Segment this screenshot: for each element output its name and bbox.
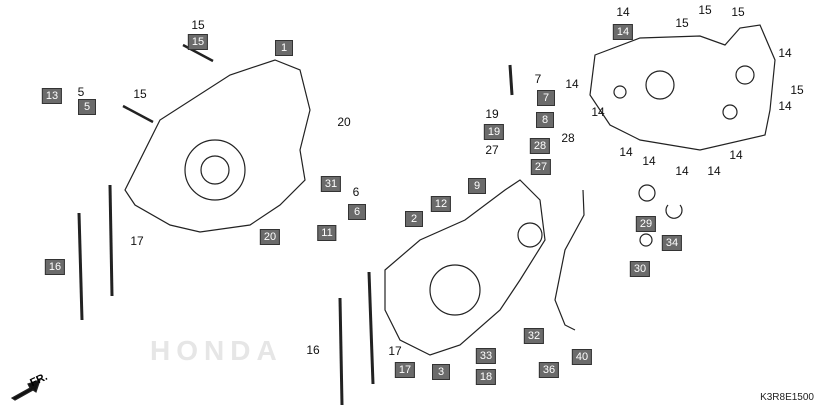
part-callout-number: 14 xyxy=(729,148,743,162)
part-callout-number: 14 xyxy=(778,99,792,113)
part-callout-number: 15 xyxy=(790,83,804,97)
part-callout-box[interactable]: 30 xyxy=(629,261,651,277)
part-callout-box[interactable]: 31 xyxy=(320,176,342,192)
part-callout-number: 17 xyxy=(130,234,144,248)
part-callout-number: 14 xyxy=(778,46,792,60)
part-callout-box[interactable]: 18 xyxy=(475,369,497,385)
part-callout-box[interactable]: 40 xyxy=(571,349,593,365)
part-callout-number: 14 xyxy=(642,154,656,168)
part-callout-box[interactable]: 8 xyxy=(536,112,554,128)
part-callout-box[interactable]: 11 xyxy=(317,225,337,241)
part-callout-box[interactable]: 16 xyxy=(44,259,66,275)
part-callout-box[interactable]: 5 xyxy=(78,99,96,115)
part-callout-number: 14 xyxy=(675,164,689,178)
part-callout-box[interactable]: 36 xyxy=(538,362,560,378)
sensor-wire xyxy=(554,189,585,331)
front-arrow-icon xyxy=(10,379,41,401)
part-callout-box[interactable]: 13 xyxy=(41,88,63,104)
part-callout-number: 14 xyxy=(619,145,633,159)
part-callout-number: 19 xyxy=(485,107,499,121)
part-callout-number: 15 xyxy=(698,3,712,17)
part-callout-box[interactable]: 15 xyxy=(187,34,209,50)
part-callout-box[interactable]: 19 xyxy=(483,124,505,140)
part-callout-box[interactable]: 32 xyxy=(523,328,545,344)
part-callout-box[interactable]: 33 xyxy=(475,348,497,364)
part-callout-box[interactable]: 2 xyxy=(405,211,423,227)
part-callout-box[interactable]: 6 xyxy=(348,204,366,220)
part-callout-number: 27 xyxy=(485,143,499,157)
part-callout-number: 7 xyxy=(534,72,542,86)
part-callout-box[interactable]: 20 xyxy=(259,229,281,245)
part-callout-number: 14 xyxy=(707,164,721,178)
diagram-code: K3R8E1500 xyxy=(760,392,814,403)
crankcase-cover xyxy=(589,24,776,151)
part-callout-box[interactable]: 29 xyxy=(635,216,657,232)
part-callout-number: 14 xyxy=(565,77,579,91)
part-callout-number: 15 xyxy=(191,18,205,32)
part-callout-number: 15 xyxy=(133,87,147,101)
part-callout-number: 20 xyxy=(337,115,351,129)
part-callout-number: 6 xyxy=(352,185,360,199)
part-callout-box[interactable]: 9 xyxy=(468,178,486,194)
part-callout-number: 16 xyxy=(306,343,320,357)
part-callout-box[interactable]: 27 xyxy=(530,159,552,175)
part-callout-box[interactable]: 1 xyxy=(275,40,293,56)
honda-watermark: HONDA xyxy=(150,335,283,366)
part-callout-number: 15 xyxy=(731,5,745,19)
part-callout-box[interactable]: 7 xyxy=(537,90,555,106)
part-callout-number: 14 xyxy=(616,5,630,19)
part-callout-box[interactable]: 12 xyxy=(430,196,452,212)
part-callout-box[interactable]: 17 xyxy=(394,362,416,378)
left-crankcase xyxy=(124,59,311,233)
part-callout-number: 14 xyxy=(591,105,605,119)
right-crankcase xyxy=(384,179,546,356)
part-callout-number: 17 xyxy=(388,344,402,358)
part-callout-number: 5 xyxy=(77,85,85,99)
part-callout-box[interactable]: 14 xyxy=(612,24,634,40)
part-callout-box[interactable]: 34 xyxy=(661,235,683,251)
part-callout-box[interactable]: 28 xyxy=(529,138,551,154)
part-callout-box[interactable]: 3 xyxy=(432,364,450,380)
part-callout-number: 28 xyxy=(561,131,575,145)
part-callout-number: 15 xyxy=(675,16,689,30)
